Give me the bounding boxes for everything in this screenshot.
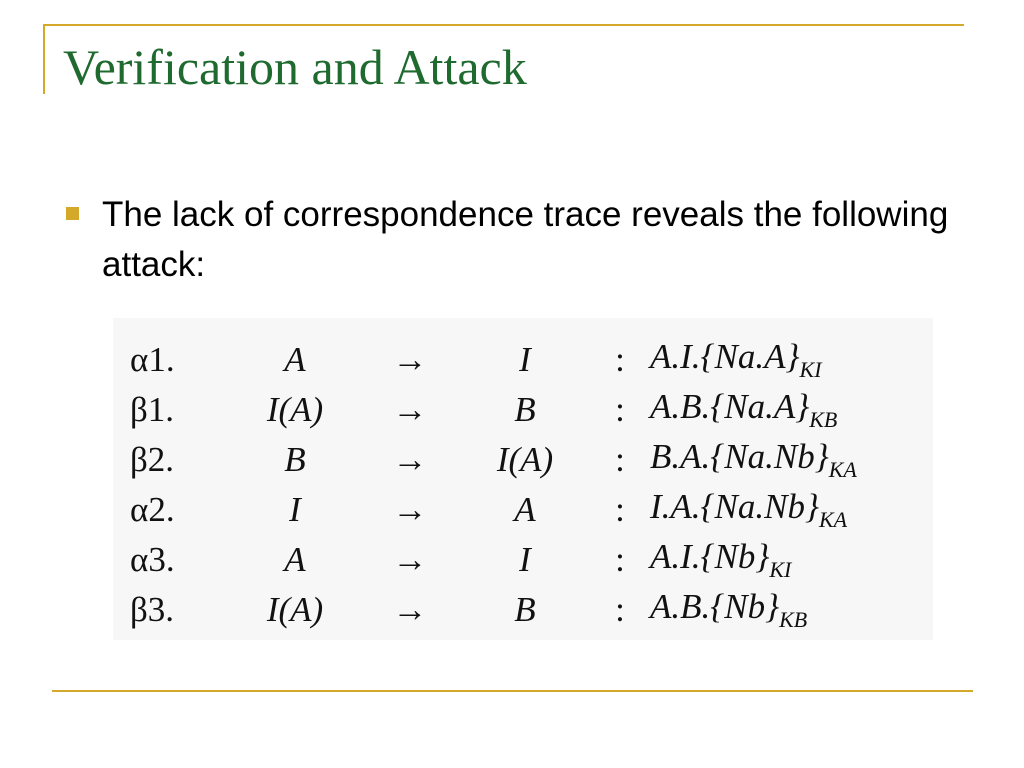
- message: I.A.{Na.Nb}KA: [650, 485, 940, 535]
- trace-row: β1. I(A) → B : A.B.{Na.A}KB: [130, 385, 940, 435]
- step-label: β1.: [130, 390, 175, 429]
- separator: :: [615, 390, 625, 429]
- message-key: KB: [809, 407, 838, 432]
- receiver: I: [519, 540, 531, 579]
- message: A.I.{Nb}KI: [650, 535, 940, 585]
- receiver: A: [514, 490, 536, 529]
- sender: I(A): [266, 590, 324, 629]
- trace-row: β3. I(A) → B : A.B.{Nb}KB: [130, 585, 940, 635]
- message-body: A.B.{Nb}: [650, 587, 780, 626]
- separator: :: [615, 490, 625, 529]
- trace-row: β2. B → I(A) : B.A.{Na.Nb}KA: [130, 435, 940, 485]
- arrow-icon: →: [392, 340, 428, 379]
- arrow-icon: →: [392, 590, 428, 629]
- message-body: I.A.{Na.Nb}: [650, 487, 819, 526]
- trace-row: α3. A → I : A.I.{Nb}KI: [130, 535, 940, 585]
- message-key: KI: [799, 357, 822, 382]
- step-label: α1.: [130, 340, 175, 379]
- arrow-icon: →: [392, 490, 428, 529]
- bullet-text: The lack of correspondence trace reveals…: [102, 195, 949, 284]
- message: A.I.{Na.A}KI: [650, 335, 940, 385]
- receiver: B: [514, 390, 536, 429]
- attack-trace-panel: [113, 318, 933, 640]
- arrow-icon: →: [392, 440, 428, 479]
- bottom-divider-line: [52, 690, 973, 692]
- message-key: KA: [828, 457, 857, 482]
- arrow-icon: →: [392, 540, 428, 579]
- step-label: β3.: [130, 590, 175, 629]
- trace-row: α2. I → A : I.A.{Na.Nb}KA: [130, 485, 940, 535]
- sender: A: [284, 540, 306, 579]
- message: A.B.{Na.A}KB: [650, 385, 940, 435]
- square-bullet-icon: [66, 207, 79, 220]
- message-body: A.B.{Na.A}: [650, 387, 810, 426]
- message-body: A.I.{Nb}: [650, 537, 770, 576]
- message: B.A.{Na.Nb}KA: [650, 435, 940, 485]
- message: A.B.{Nb}KB: [650, 585, 940, 635]
- sender: A: [284, 340, 306, 379]
- receiver: B: [514, 590, 536, 629]
- separator: :: [615, 340, 625, 379]
- step-label: β2.: [130, 440, 175, 479]
- slide-title: Verification and Attack: [63, 39, 527, 95]
- trace-row: α1. A → I : A.I.{Na.A}KI: [130, 335, 940, 385]
- sender: I(A): [266, 390, 324, 429]
- message-body: A.I.{Na.A}: [650, 337, 800, 376]
- separator: :: [615, 590, 625, 629]
- top-border-line: [43, 24, 964, 26]
- message-body: B.A.{Na.Nb}: [650, 437, 829, 476]
- attack-trace-table: α1. A → I : A.I.{Na.A}KI β1. I(A) → B : …: [130, 335, 940, 635]
- separator: :: [615, 440, 625, 479]
- message-key: KA: [818, 507, 848, 532]
- step-label: α2.: [130, 490, 175, 529]
- receiver: I: [519, 340, 531, 379]
- message-key: KB: [779, 607, 808, 632]
- sender: I: [289, 490, 301, 529]
- left-border-line: [43, 24, 45, 94]
- receiver: I(A): [496, 440, 554, 479]
- arrow-icon: →: [392, 390, 428, 429]
- step-label: α3.: [130, 540, 175, 579]
- sender: B: [284, 440, 306, 479]
- message-key: KI: [769, 557, 792, 582]
- separator: :: [615, 540, 625, 579]
